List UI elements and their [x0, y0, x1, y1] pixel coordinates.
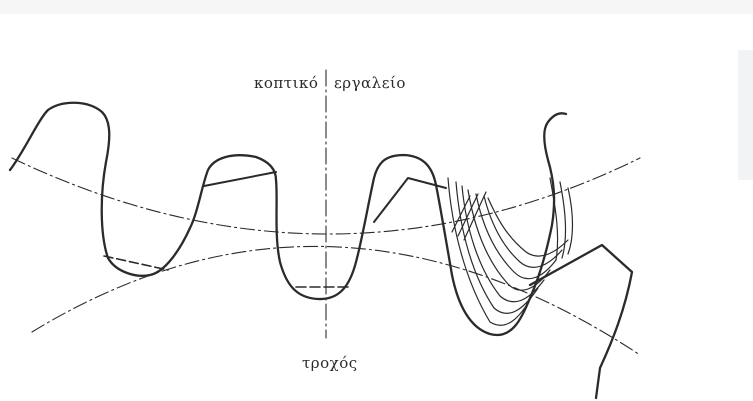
cutting-tool-label-left: κοπτικό [254, 74, 319, 92]
scan-right-margin [738, 50, 753, 180]
tooth-chord-lower [103, 255, 169, 271]
scan-top-margin [0, 0, 753, 14]
cutting-tool-label-right: εργαλείο [334, 74, 406, 92]
wheel-tooth-flank [528, 243, 634, 400]
tooth-chord-right [373, 177, 447, 223]
pitch-circle-wheel-arc [31, 245, 641, 356]
tooth-chord-upper [203, 171, 277, 187]
envelope-curves [447, 177, 574, 326]
wheel-label: τροχός [302, 354, 358, 372]
